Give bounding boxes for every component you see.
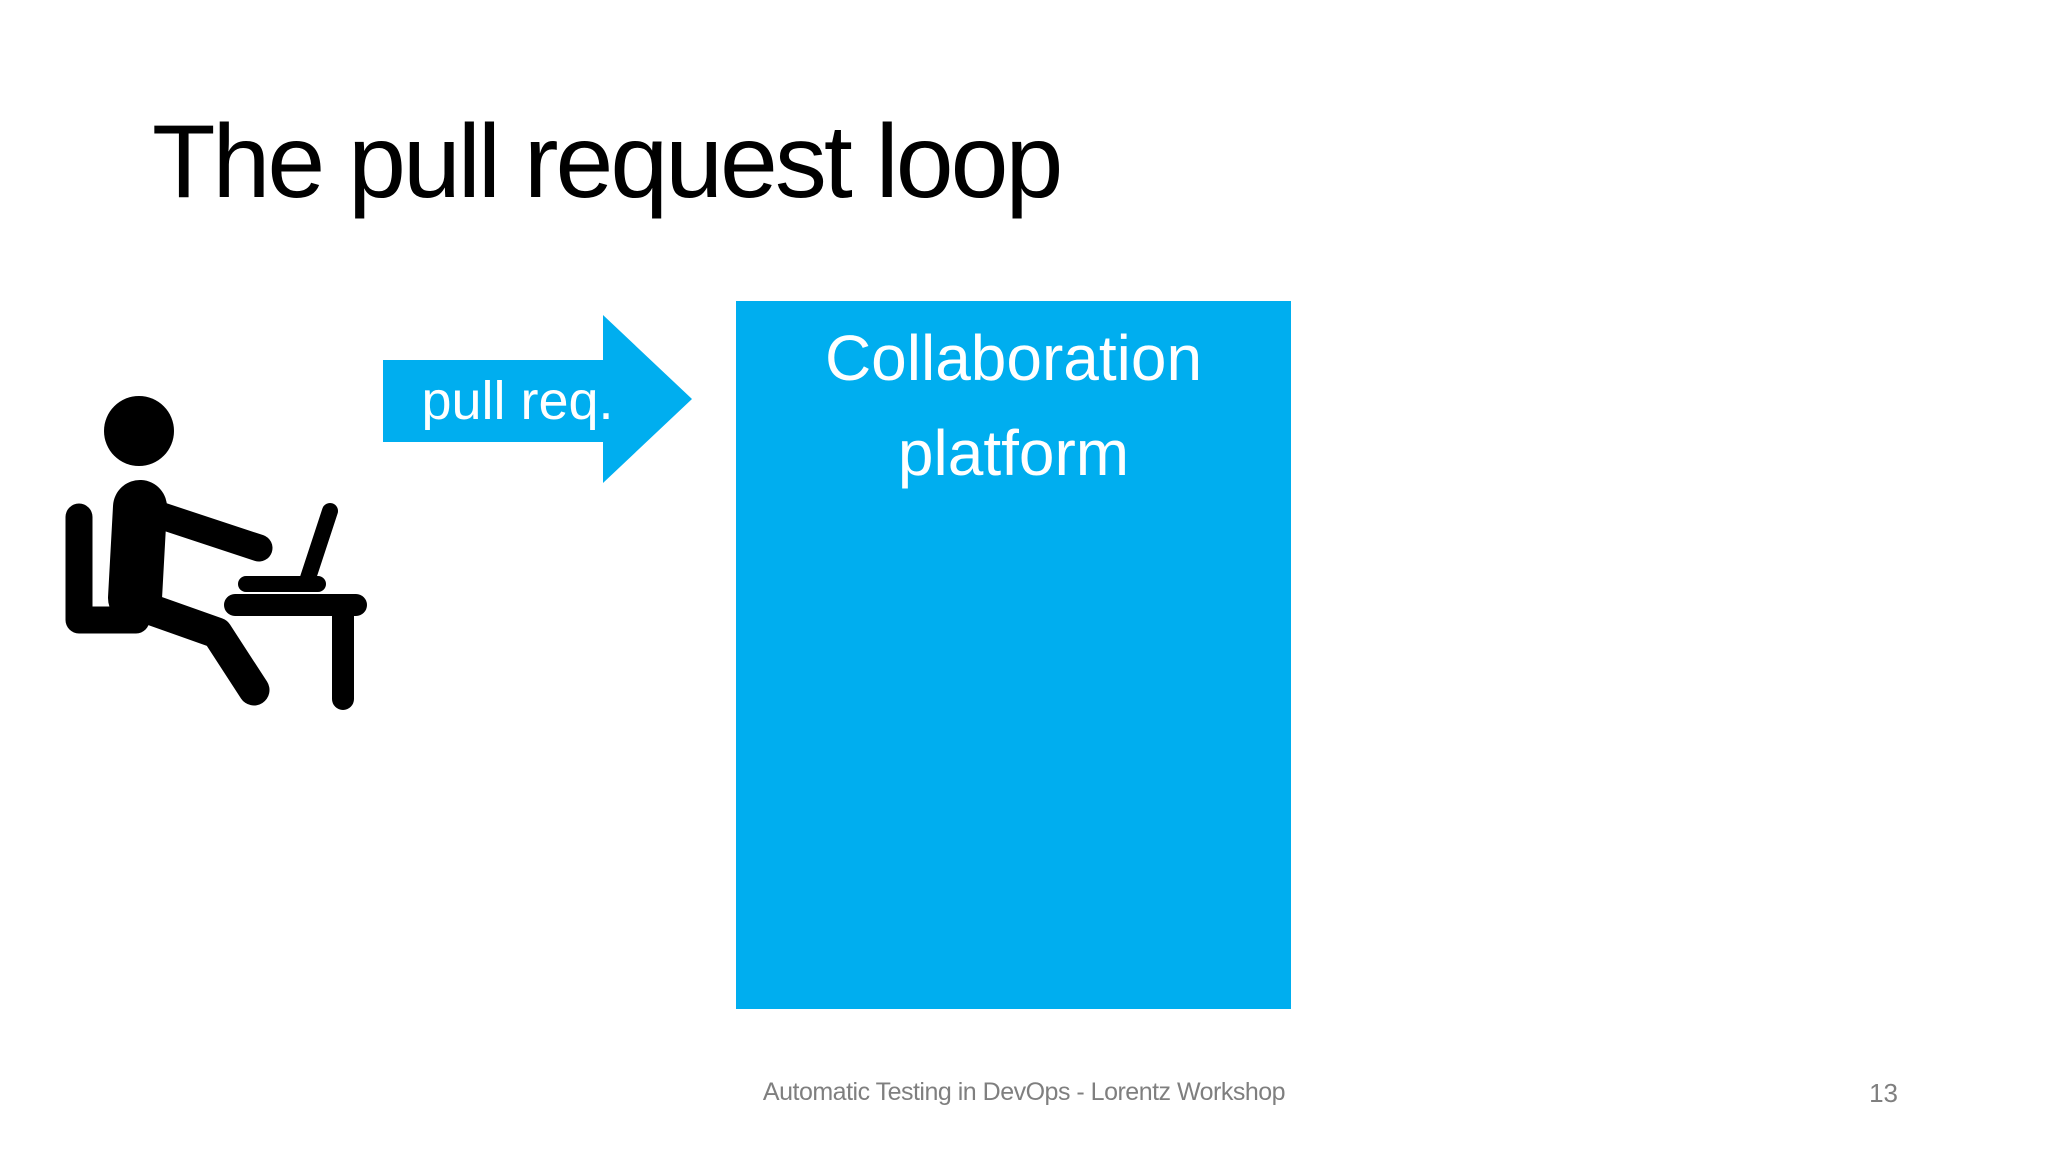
arrow-shape bbox=[383, 315, 692, 483]
desk-icon bbox=[224, 594, 367, 710]
footer-text: Automatic Testing in DevOps - Lorentz Wo… bbox=[762, 1078, 1286, 1106]
person-head bbox=[104, 396, 174, 466]
collaboration-platform-label: Collaboration platform bbox=[824, 322, 1203, 489]
pull-request-arrow-label: pull req. bbox=[421, 371, 614, 431]
slide-title: The pull request loop bbox=[152, 104, 1063, 220]
person-arm bbox=[136, 498, 273, 562]
chair-icon bbox=[65, 503, 150, 634]
person-leg bbox=[122, 589, 270, 706]
developer-at-desk-icon bbox=[65, 396, 367, 710]
collaboration-platform-box: Collaboration platform bbox=[736, 301, 1291, 1009]
page-number: 13 bbox=[1869, 1078, 1898, 1108]
laptop-screen-icon bbox=[300, 503, 338, 586]
person-torso bbox=[108, 480, 167, 625]
arrow-right-icon bbox=[383, 315, 692, 483]
